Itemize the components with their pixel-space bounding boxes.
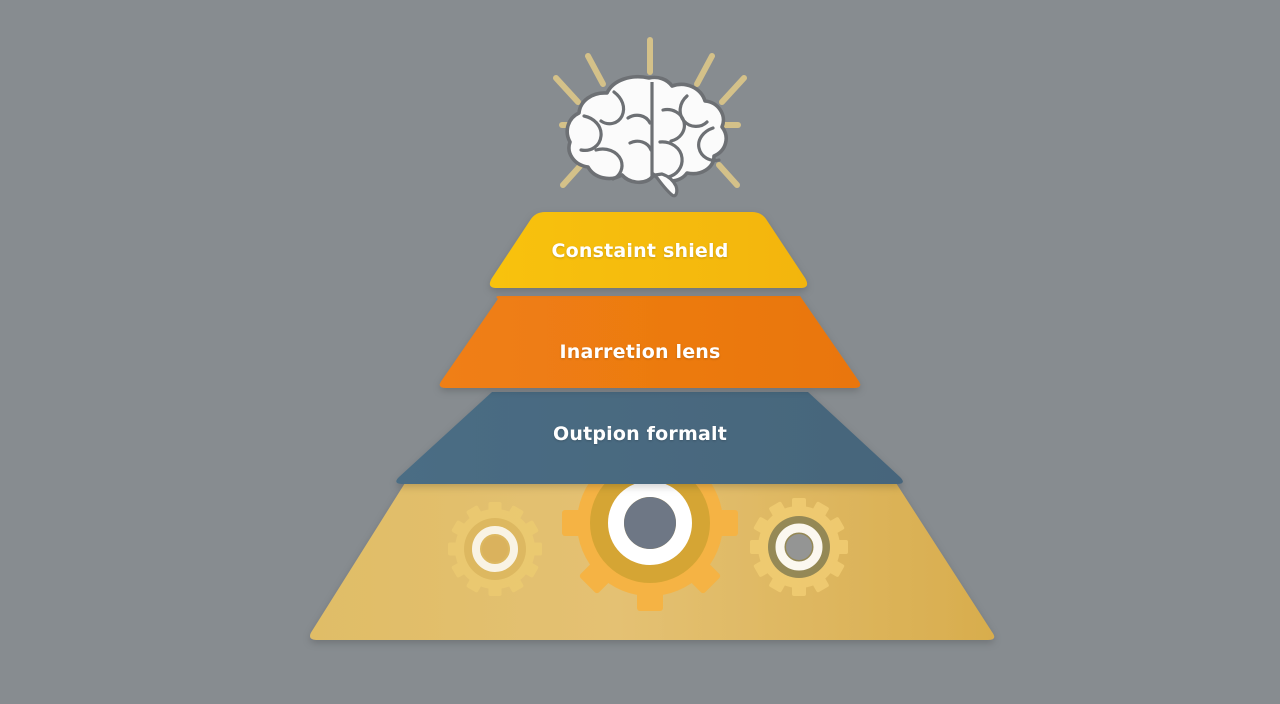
pyramid-layer-constraint-shield[interactable]: [489, 212, 808, 288]
gear-icon-right: [750, 498, 848, 596]
gear-icon-left: [448, 502, 542, 596]
brain-icon: [565, 75, 728, 198]
pyramid-layer-interaction-lens[interactable]: [439, 296, 861, 388]
gear-icon-center: [562, 435, 738, 611]
pyramid-layer-output-format[interactable]: [396, 392, 903, 484]
